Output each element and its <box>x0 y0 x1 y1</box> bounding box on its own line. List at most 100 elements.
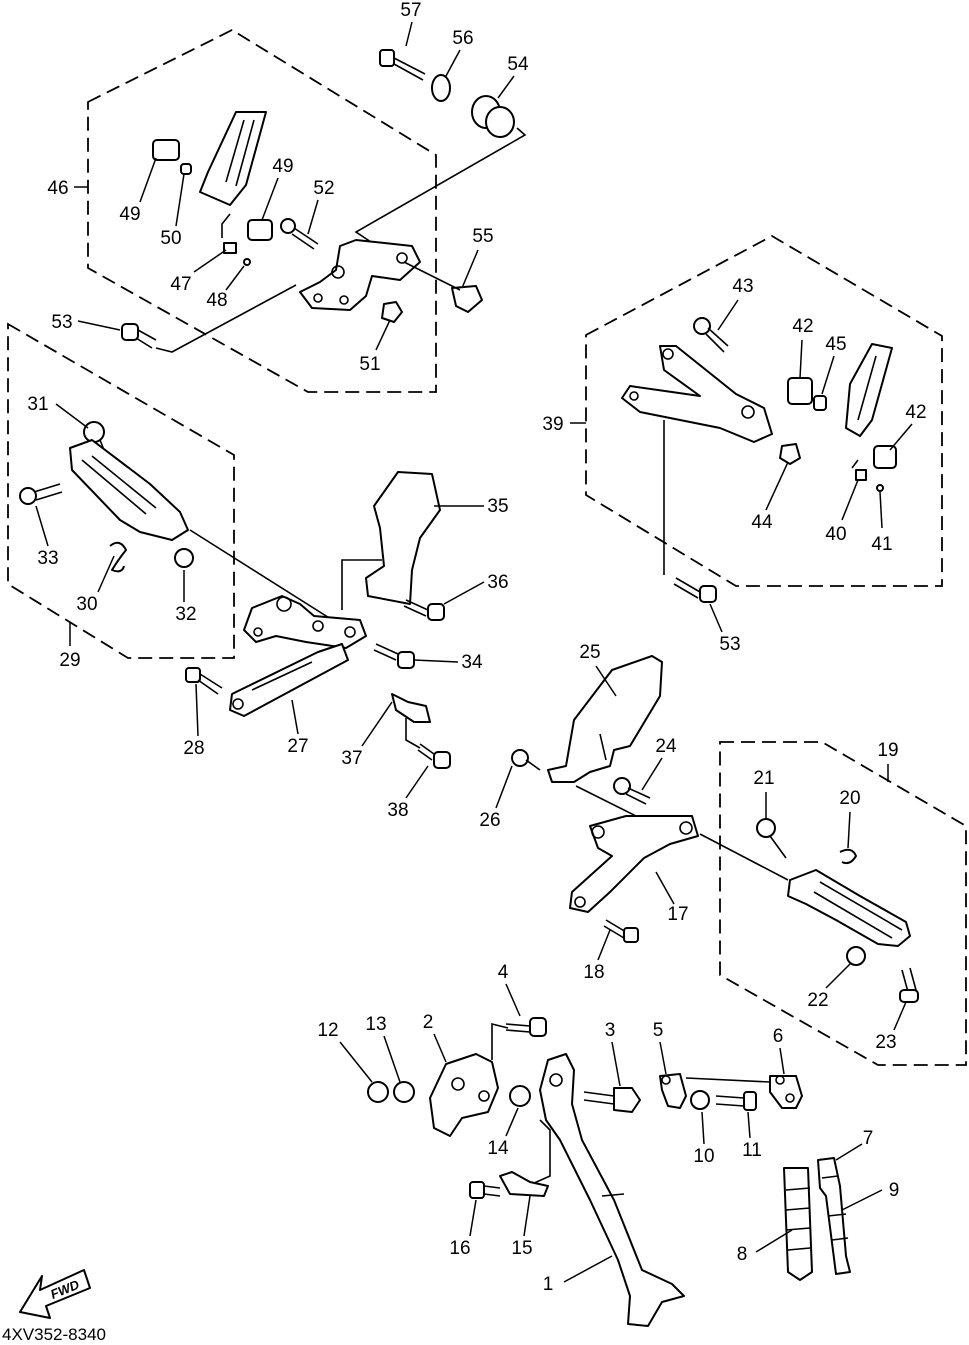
leader-line-c10 <box>701 1111 705 1145</box>
bolt-24 <box>613 777 651 805</box>
callout-c40: 40 <box>825 524 846 545</box>
callout-c33: 33 <box>37 548 58 569</box>
leader-line-c26 <box>495 765 513 809</box>
rod-27 <box>229 643 349 717</box>
leader-line-c53b <box>709 603 723 633</box>
leader-line-c40 <box>841 479 859 521</box>
pin-50 <box>180 163 192 175</box>
assembly-line-53a <box>155 284 297 353</box>
bracket-49a <box>152 139 180 161</box>
leader-line-c17 <box>655 871 675 905</box>
leader-line-c11 <box>747 1111 751 1139</box>
damper-54 <box>471 95 515 138</box>
ball-41 <box>876 484 884 492</box>
callout-c9: 9 <box>889 1180 900 1201</box>
callout-c44: 44 <box>751 512 773 533</box>
callout-c54: 54 <box>507 54 529 75</box>
leader-line-c18 <box>597 929 611 961</box>
callout-c45: 45 <box>825 334 846 355</box>
callout-c50: 50 <box>160 228 181 249</box>
bracket-49b <box>247 219 273 241</box>
callout-c49a: 49 <box>119 204 140 225</box>
bolt-4 <box>505 1017 547 1037</box>
leader-line-c42b <box>889 423 913 451</box>
leader-line-c5 <box>659 1041 667 1075</box>
callout-c39: 39 <box>542 414 563 435</box>
callout-c51: 51 <box>359 354 380 375</box>
callout-c55: 55 <box>472 226 493 247</box>
callout-c6: 6 <box>773 1026 784 1047</box>
leader-line-c30 <box>97 555 115 593</box>
leader-line-c41 <box>879 491 883 529</box>
callout-c27: 27 <box>287 736 308 757</box>
leader-line-c16 <box>469 1199 477 1237</box>
washer-14 <box>509 1085 531 1107</box>
callout-c19: 19 <box>877 740 898 761</box>
callout-c56: 56 <box>452 28 473 49</box>
group-46-outline <box>87 28 437 393</box>
callout-c29: 29 <box>59 650 80 671</box>
group-29-outline <box>7 322 235 659</box>
leader-line-c49a <box>139 157 157 203</box>
bolt-57 <box>379 49 426 81</box>
leader-line-c13 <box>383 1035 401 1083</box>
callout-c32: 32 <box>175 604 196 625</box>
plate-6 <box>769 1075 803 1109</box>
callout-c16: 16 <box>449 1238 470 1259</box>
bolt-52 <box>280 218 319 250</box>
nut-12 <box>367 1081 389 1103</box>
leader-line-c22 <box>825 963 851 989</box>
leader-line-c53a <box>77 320 121 331</box>
leader-line-c36 <box>443 581 485 605</box>
group-39-outline <box>585 234 943 587</box>
callout-c53b: 53 <box>719 634 740 655</box>
bolt-11 <box>715 1091 757 1111</box>
leader-line-c49b <box>261 177 279 221</box>
nut-51 <box>381 301 403 323</box>
callout-c57: 57 <box>400 0 421 21</box>
washer-10 <box>690 1090 710 1110</box>
leader-line-c8 <box>755 1229 793 1253</box>
leader-line-c43 <box>717 299 739 331</box>
callout-c42a: 42 <box>792 316 813 337</box>
bolt-18 <box>603 919 639 943</box>
bolt-36 <box>403 599 445 621</box>
bolt-26 <box>511 749 541 771</box>
leader-line-c3 <box>611 1041 621 1087</box>
callout-c49b: 49 <box>272 156 293 177</box>
callout-c10: 10 <box>693 1146 714 1167</box>
callout-c25: 25 <box>579 642 600 663</box>
leader-line-c31 <box>55 403 89 429</box>
heel-guard-25 <box>547 655 663 783</box>
callout-c18: 18 <box>583 962 604 983</box>
leader-line-c48 <box>225 265 245 291</box>
callout-c2: 2 <box>423 1012 434 1033</box>
leader-line-c25 <box>595 665 617 697</box>
leader-line-c24 <box>641 757 663 791</box>
leader-line-c28 <box>195 683 199 737</box>
footrest-bracket-39 <box>621 345 773 443</box>
washer-13 <box>393 1081 415 1103</box>
leader-line-c34 <box>413 659 459 663</box>
assembly-line-29 <box>189 529 343 627</box>
bolt-28 <box>185 667 223 695</box>
pin-45 <box>813 395 827 411</box>
nut-44 <box>779 443 801 465</box>
callout-c20: 20 <box>839 788 860 809</box>
callout-c7: 7 <box>863 1128 874 1149</box>
leader-line-c51 <box>375 319 391 351</box>
bolt-34 <box>373 643 415 669</box>
leader-line-c4 <box>505 983 521 1017</box>
callout-c12: 12 <box>317 1020 338 1041</box>
bolt-53a <box>121 323 157 349</box>
footpeg-19 <box>787 869 911 947</box>
leader-line-c57 <box>405 21 413 47</box>
leader-line-c2 <box>433 1033 447 1063</box>
callout-c36: 36 <box>487 572 508 593</box>
callout-c23: 23 <box>875 1032 896 1053</box>
footrest-bracket-17 <box>569 815 699 913</box>
washer-32 <box>174 548 194 568</box>
diagram-code: 4XV352-8340 <box>2 1325 106 1344</box>
bolt-53b <box>673 577 717 603</box>
